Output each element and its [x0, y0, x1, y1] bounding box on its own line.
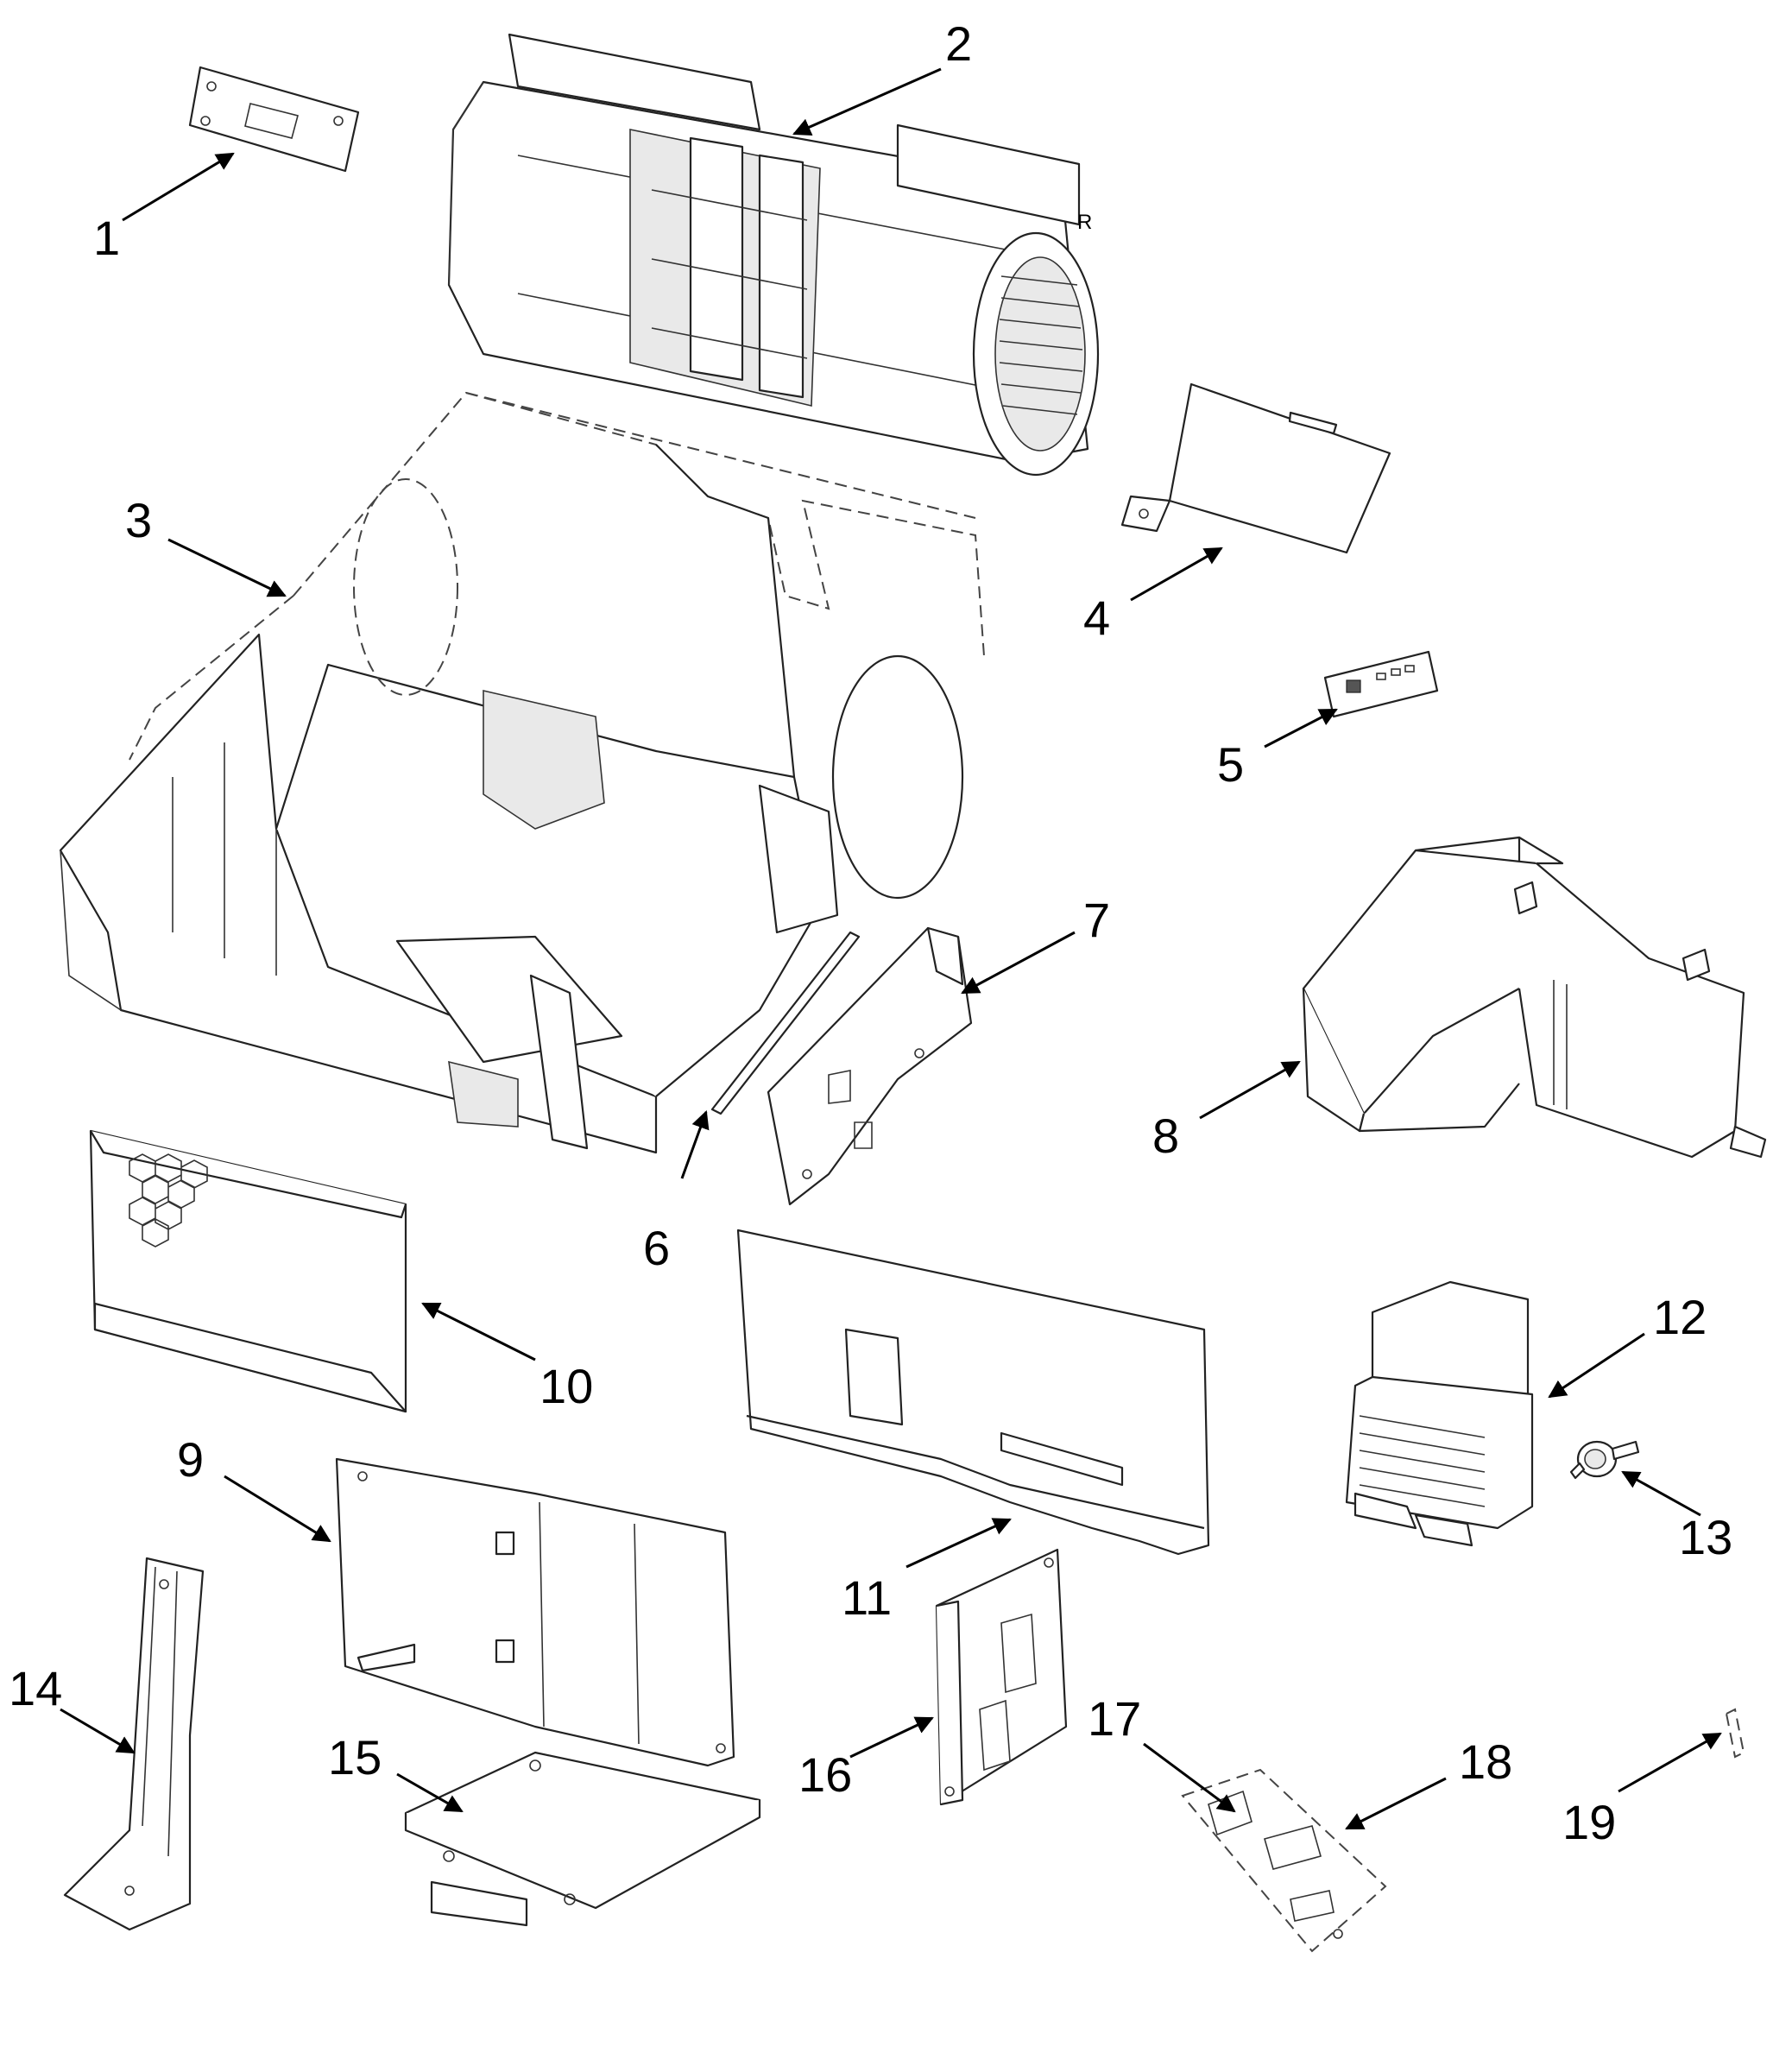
callout-11: 11: [842, 1570, 892, 1625]
leader-7: [961, 931, 1076, 995]
part-7-bracket: [767, 926, 973, 1206]
leader-19: [1618, 1732, 1722, 1793]
leader-3: [167, 538, 287, 597]
callout-19: 19: [1562, 1795, 1616, 1849]
part-1-plate: [188, 66, 360, 173]
leader-13: [1621, 1470, 1701, 1517]
callout-10: 10: [539, 1359, 593, 1413]
leader-1: [122, 152, 235, 222]
part-19-clip: [1725, 1708, 1745, 1759]
part-9-mounting-plate: [335, 1457, 735, 1767]
callout-18: 18: [1459, 1734, 1512, 1789]
leader-lines: [60, 67, 1722, 1830]
leader-15: [396, 1772, 464, 1813]
callout-15: 15: [328, 1730, 382, 1785]
leader-17: [1143, 1742, 1236, 1813]
part-16-bracket: [935, 1548, 1068, 1806]
leader-16: [849, 1716, 934, 1759]
part-2-blower-assembly: R: [447, 33, 1100, 477]
callout-16: 16: [798, 1747, 852, 1802]
part-12-transformer: [1345, 1280, 1534, 1547]
callout-14: 14: [9, 1661, 62, 1715]
part-6-bar: [710, 931, 861, 1115]
part-15-tray: [404, 1751, 761, 1927]
callout-6: 6: [643, 1221, 670, 1275]
part-5-circuit-board: [1323, 650, 1439, 718]
leader-11: [905, 1518, 1012, 1569]
part-14-long-bracket: [63, 1557, 205, 1931]
part-13-thermal-cutout: [1569, 1440, 1640, 1480]
leader-14: [60, 1708, 136, 1754]
leader-4: [1130, 546, 1223, 602]
callout-13: 13: [1679, 1510, 1732, 1564]
callout-3: 3: [125, 493, 152, 547]
part-8-air-duct: [1302, 836, 1767, 1159]
callout-5: 5: [1217, 737, 1244, 792]
callout-2: 2: [945, 16, 972, 71]
callout-labels: 1 2 3 4 5 6 7 8 9 10 11 12 13 14 15 16 1…: [9, 16, 1732, 1849]
part-3-housing: [59, 391, 985, 1154]
part-11-vented-panel: [736, 1229, 1210, 1556]
leader-6: [680, 1110, 710, 1179]
leader-5: [1264, 708, 1338, 749]
leader-12: [1548, 1332, 1645, 1399]
callout-12: 12: [1653, 1290, 1707, 1344]
part-17-18-switch-board: [1181, 1768, 1387, 1953]
leader-18: [1345, 1777, 1447, 1830]
leader-2: [792, 67, 942, 136]
part-4-cover-plate: [1120, 382, 1391, 554]
callout-4: 4: [1083, 591, 1110, 645]
part-10-grille-panel: [89, 1129, 407, 1413]
callout-7: 7: [1083, 893, 1110, 947]
callout-8: 8: [1152, 1109, 1179, 1163]
leader-10: [421, 1302, 536, 1361]
blower-r-mark: R: [1077, 211, 1092, 234]
callout-9: 9: [177, 1432, 204, 1487]
callout-17: 17: [1088, 1691, 1141, 1746]
callout-1: 1: [93, 211, 120, 265]
leader-8: [1199, 1060, 1301, 1120]
leader-9: [224, 1475, 331, 1543]
